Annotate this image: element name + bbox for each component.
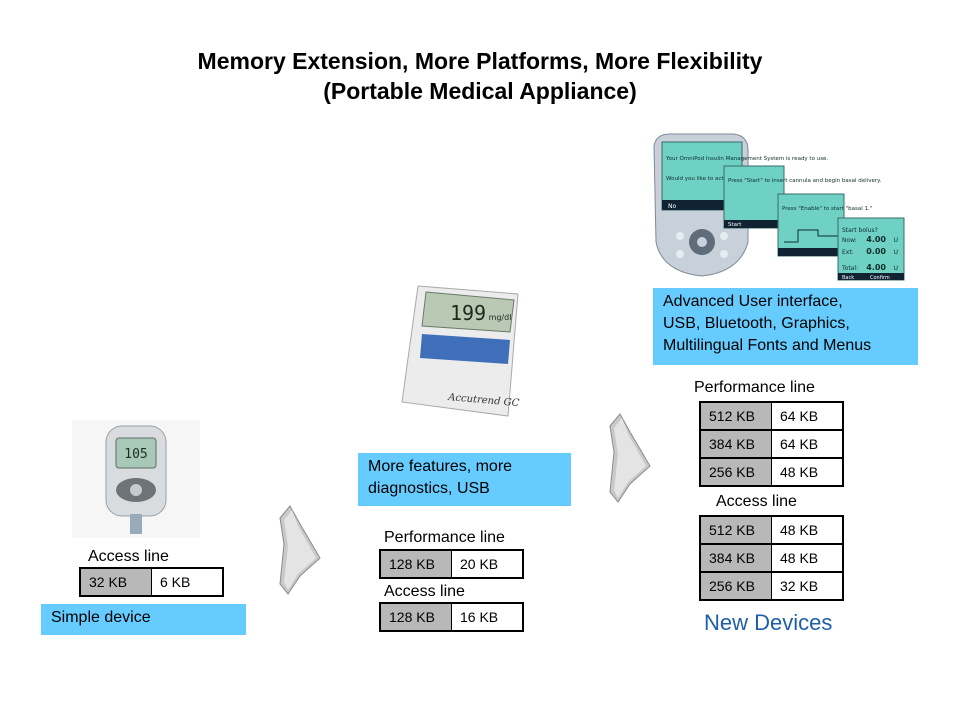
- table-row: 256 KB 48 KB: [699, 457, 844, 487]
- mid-access-table: 128 KB 16 KB: [379, 602, 524, 632]
- svg-text:U: U: [894, 249, 898, 256]
- pod-start-label: Start: [728, 222, 742, 228]
- svg-text:0.00: 0.00: [866, 247, 886, 256]
- svg-text:Ext:: Ext:: [842, 249, 854, 256]
- pod-screen-3-text: Press "Enable" to start "basal 1.": [782, 206, 872, 212]
- advanced-device-caption: Advanced User interface, USB, Bluetooth,…: [653, 288, 918, 365]
- flash-cell: 384 KB: [699, 543, 772, 573]
- flash-cell: 256 KB: [699, 571, 772, 601]
- new-devices-label: New Devices: [704, 610, 833, 635]
- adv-access-line-label: Access line: [716, 493, 797, 510]
- table-row: 256 KB 32 KB: [699, 571, 844, 601]
- accutrend-reading: 199: [450, 301, 486, 325]
- simple-access-line-label: Access line: [88, 548, 169, 565]
- pod-no-label: No: [668, 203, 676, 210]
- ram-cell: 48 KB: [771, 457, 844, 487]
- adv-performance-table: 512 KB 64 KB 384 KB 64 KB 256 KB 48 KB: [699, 401, 844, 487]
- mid-performance-table: 128 KB 20 KB: [379, 549, 524, 579]
- svg-text:Back: Back: [842, 275, 854, 281]
- mid-performance-line-label: Performance line: [384, 529, 505, 546]
- pod-screen-1-text: Your OmniPod Insulin Management System i…: [665, 156, 828, 162]
- pod-screen-2-text: Press "Start" to insert cannula and begi…: [728, 178, 882, 184]
- ram-cell: 6 KB: [151, 567, 224, 597]
- simple-device-caption: Simple device: [41, 604, 246, 635]
- svg-text:U: U: [894, 237, 898, 244]
- omnipod-pdm-image: Your OmniPod Insulin Management System i…: [648, 132, 910, 282]
- simple-reading: 105: [124, 447, 147, 462]
- table-row: 32 KB 6 KB: [79, 567, 224, 597]
- ram-cell: 48 KB: [771, 515, 844, 545]
- progress-arrow-icon: [606, 408, 654, 509]
- flash-cell: 32 KB: [79, 567, 152, 597]
- accutrend-meter-image: 199 mg/dl Accutrend GC: [388, 282, 550, 428]
- ram-cell: 64 KB: [771, 401, 844, 431]
- progress-arrow-icon: [276, 500, 324, 601]
- svg-text:Now:: Now:: [842, 237, 857, 244]
- slide-title: Memory Extension, More Platforms, More F…: [197, 48, 763, 74]
- flash-cell: 128 KB: [379, 602, 452, 632]
- adv-access-table: 512 KB 48 KB 384 KB 48 KB 256 KB 32 KB: [699, 515, 844, 601]
- table-row: 128 KB 16 KB: [379, 602, 524, 632]
- flash-cell: 256 KB: [699, 457, 772, 487]
- ram-cell: 20 KB: [451, 549, 524, 579]
- slide-subtitle: (Portable Medical Appliance): [323, 78, 637, 104]
- svg-text:Confirm: Confirm: [870, 275, 890, 281]
- ram-cell: 32 KB: [771, 571, 844, 601]
- ram-cell: 48 KB: [771, 543, 844, 573]
- svg-text:4.00: 4.00: [866, 263, 886, 272]
- simple-glucose-meter-image: 105: [72, 420, 200, 538]
- table-row: 512 KB 48 KB: [699, 515, 844, 545]
- ram-cell: 16 KB: [451, 602, 524, 632]
- simple-access-table: 32 KB 6 KB: [79, 567, 224, 597]
- pod-screen-4-title: Start bolus?: [842, 227, 878, 234]
- table-row: 128 KB 20 KB: [379, 549, 524, 579]
- table-row: 512 KB 64 KB: [699, 401, 844, 431]
- flash-cell: 512 KB: [699, 401, 772, 431]
- svg-text:U: U: [894, 265, 898, 272]
- flash-cell: 384 KB: [699, 429, 772, 459]
- flash-cell: 128 KB: [379, 549, 452, 579]
- ram-cell: 64 KB: [771, 429, 844, 459]
- flash-cell: 512 KB: [699, 515, 772, 545]
- mid-access-line-label: Access line: [384, 583, 465, 600]
- svg-text:Total:: Total:: [841, 265, 858, 272]
- table-row: 384 KB 48 KB: [699, 543, 844, 573]
- svg-text:4.00: 4.00: [866, 235, 886, 244]
- table-row: 384 KB 64 KB: [699, 429, 844, 459]
- mid-device-caption: More features, more diagnostics, USB: [358, 453, 571, 506]
- adv-performance-line-label: Performance line: [694, 379, 815, 396]
- accutrend-unit: mg/dl: [489, 313, 512, 322]
- pod-screen-1-question: Would you like to activate a pod now?: [666, 176, 771, 182]
